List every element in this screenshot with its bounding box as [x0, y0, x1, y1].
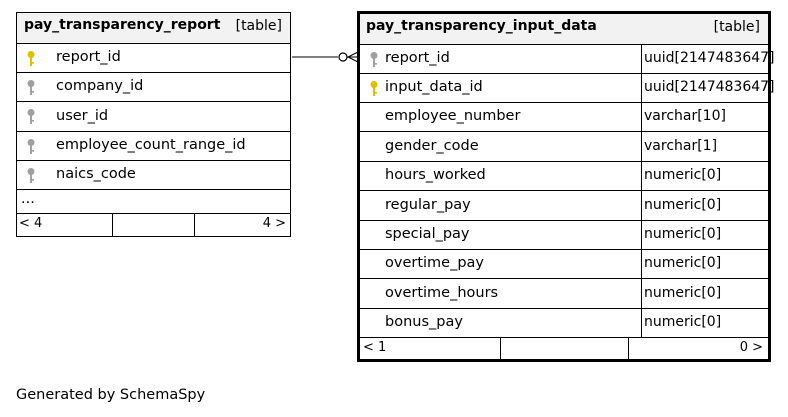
column-name: overtime_pay: [385, 255, 485, 271]
crows-foot-marker: [347, 56, 359, 63]
column-type: numeric[0]: [644, 255, 722, 271]
column-type: varchar[1]: [644, 138, 718, 154]
footer-divider: [628, 338, 629, 359]
table-footer: < 1 0 >: [360, 338, 768, 359]
children-count: 0 >: [739, 340, 763, 355]
column-name: company_id: [56, 78, 144, 94]
column-type: numeric[0]: [644, 226, 722, 242]
table-row: report_id uuid[2147483647]: [360, 45, 775, 74]
generated-by-caption: Generated by SchemaSpy: [16, 387, 206, 403]
primary-key-icon: [26, 50, 36, 71]
foreign-key-icon: [369, 51, 379, 72]
column-divider: [641, 309, 642, 337]
column-divider: [641, 162, 642, 190]
column-divider: [641, 74, 642, 102]
column-divider: [641, 221, 642, 249]
column-divider: [641, 103, 642, 131]
crows-foot-marker: [347, 51, 359, 58]
column-name: special_pay: [385, 226, 470, 242]
column-name: bonus_pay: [385, 314, 463, 330]
table-row: employee_number varchar[10]: [360, 103, 768, 132]
column-type: numeric[0]: [644, 314, 722, 330]
footer-divider: [112, 214, 113, 236]
column-name: report_id: [385, 50, 450, 66]
column-type: uuid[2147483647]: [644, 50, 775, 66]
table-title: pay_transparency_input_data: [366, 18, 597, 34]
table-footer: < 4 4 >: [17, 214, 290, 236]
column-name: report_id: [56, 49, 121, 65]
column-divider: [641, 45, 642, 73]
table-type-tag: [table]: [235, 18, 282, 34]
table-row: regular_pay numeric[0]: [360, 191, 768, 221]
column-name: user_id: [56, 108, 109, 124]
foreign-key-icon: [26, 138, 36, 159]
table-row: bonus_pay numeric[0]: [360, 309, 768, 338]
column-type: numeric[0]: [644, 167, 722, 183]
column-name: employee_number: [385, 108, 521, 124]
zero-optionality-marker: [338, 52, 348, 62]
foreign-key-icon: [26, 167, 36, 188]
column-name: gender_code: [385, 138, 479, 154]
footer-divider: [194, 214, 195, 236]
column-name: hours_worked: [385, 167, 486, 183]
table-row-ellipsis: ...: [17, 190, 290, 214]
column-name: employee_count_range_id: [56, 137, 246, 153]
table-row: naics_code: [17, 161, 290, 190]
table-row: overtime_hours numeric[0]: [360, 279, 768, 309]
parents-count: < 1: [363, 340, 387, 355]
table-row: report_id: [17, 44, 290, 73]
column-name: naics_code: [56, 166, 136, 182]
children-count: 4 >: [262, 216, 286, 231]
column-name: regular_pay: [385, 197, 471, 213]
table-row: overtime_pay numeric[0]: [360, 250, 768, 279]
table-title: pay_transparency_report: [24, 17, 221, 33]
column-name: input_data_id: [385, 79, 483, 95]
table-header: pay_transparency_input_data [table]: [360, 14, 768, 45]
column-divider: [641, 132, 642, 161]
table-row: user_id: [17, 102, 290, 132]
table-row: input_data_id uuid[2147483647]: [360, 74, 775, 103]
table-row: company_id: [17, 73, 290, 102]
table-row: gender_code varchar[1]: [360, 132, 768, 162]
parents-count: < 4: [19, 216, 43, 231]
table-pay-transparency-input-data: pay_transparency_input_data [table] repo…: [357, 11, 775, 362]
table-pay-transparency-report: pay_transparency_report [table] report_i…: [16, 12, 291, 237]
table-row: hours_worked numeric[0]: [360, 162, 768, 191]
table-row: special_pay numeric[0]: [360, 221, 768, 250]
column-name: overtime_hours: [385, 285, 499, 301]
table-row: employee_count_range_id: [17, 132, 290, 161]
column-type: varchar[10]: [644, 108, 726, 124]
primary-key-icon: [369, 80, 379, 101]
footer-divider: [500, 338, 501, 359]
column-divider: [641, 191, 642, 220]
foreign-key-icon: [26, 79, 36, 100]
column-divider: [641, 250, 642, 278]
foreign-key-icon: [26, 108, 36, 129]
column-type: uuid[2147483647]: [644, 79, 775, 95]
column-type: numeric[0]: [644, 197, 722, 213]
column-type: numeric[0]: [644, 285, 722, 301]
more-columns-indicator: ...: [21, 191, 35, 207]
table-type-tag: [table]: [713, 19, 760, 35]
column-divider: [641, 279, 642, 308]
table-header: pay_transparency_report [table]: [17, 13, 290, 44]
